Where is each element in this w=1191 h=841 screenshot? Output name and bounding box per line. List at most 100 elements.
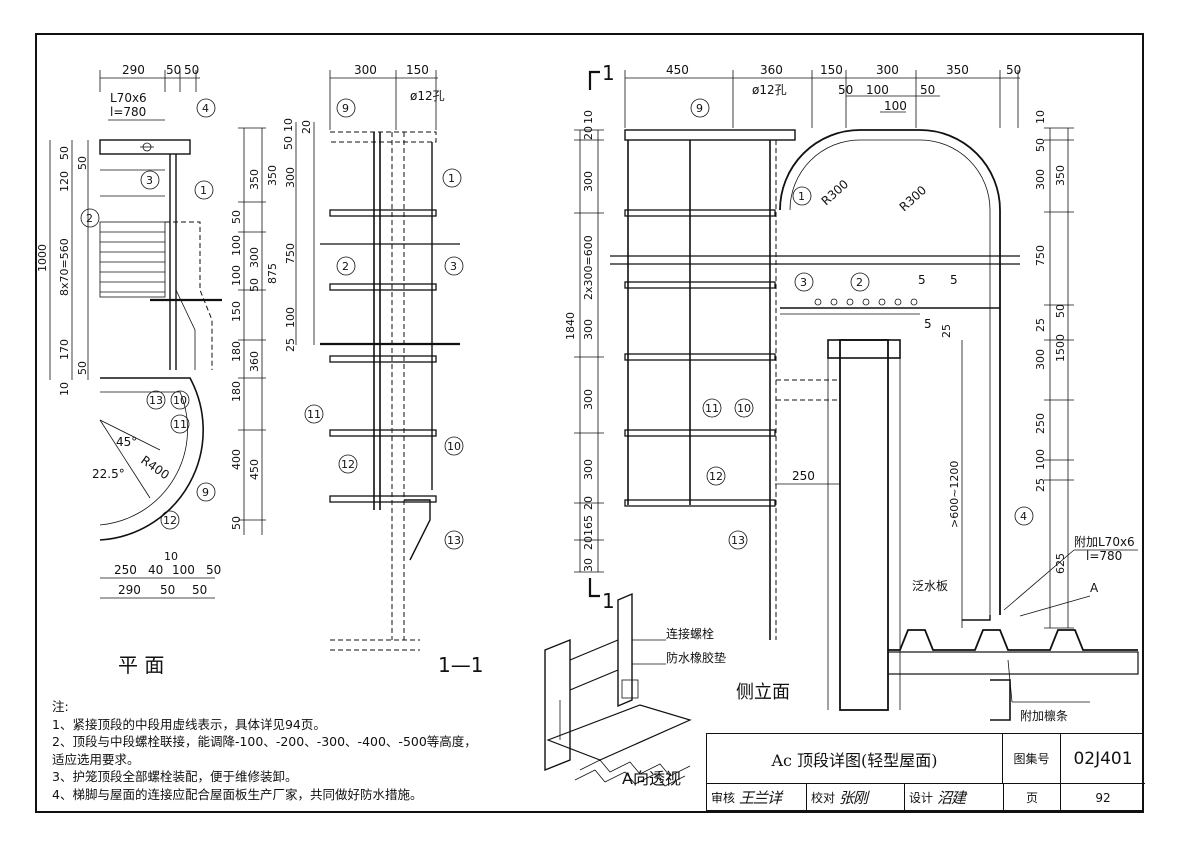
callout-circle	[702, 398, 722, 418]
plan-dim-left-5: 50	[76, 361, 89, 375]
callout-number: 1	[200, 184, 207, 197]
side-weld-1: 5	[950, 273, 958, 287]
check-label: 校对	[811, 791, 836, 805]
side-hole-label: ø12孔	[752, 83, 787, 97]
callout-circle	[146, 390, 166, 410]
callout-circle	[80, 208, 100, 228]
callout-circle	[444, 436, 464, 456]
side-dim-left-8: 20	[582, 496, 595, 510]
side-dim-left-2: 300	[582, 171, 595, 192]
plan-dim-left-7: 1000	[36, 244, 49, 272]
side-dim-top-4: 350	[946, 63, 969, 77]
callout-number: 3	[450, 260, 457, 273]
plan-dim-bot1-4: 50	[206, 563, 221, 577]
side-dim-right-5: 25	[1034, 318, 1047, 332]
callout-circle	[140, 170, 160, 190]
plan-dim-bot2-0: 290	[118, 583, 141, 597]
callout-number: 10	[173, 394, 187, 407]
plan-dim-right-4: 100	[230, 265, 243, 286]
side-dim-right-0: 10	[1034, 110, 1047, 124]
plan-dim-right-6: 150	[230, 301, 243, 322]
design-label: 设计	[909, 791, 934, 805]
side-dim-right-10: 100	[1034, 449, 1047, 470]
callout-number: 3	[800, 276, 807, 289]
plan-dim-right-0: 350	[248, 169, 261, 190]
callout-number: 1	[798, 190, 805, 203]
side-section-mark-top: 1	[602, 61, 615, 85]
note-3: 3、护笼顶段全部螺栓装配，便于维修装卸。	[52, 769, 298, 784]
design-signature: 沼建	[937, 789, 966, 807]
note-2: 2、顶段与中段螺栓联接，能调降-100、-200、-300、-400、-500等…	[52, 734, 477, 749]
plan-dim-top-1: 50	[166, 63, 181, 77]
section-dim-left-4: 300	[284, 167, 297, 188]
callout-number: 1	[448, 172, 455, 185]
callout-circle	[850, 272, 870, 292]
atlas-label: 图集号	[1003, 734, 1061, 784]
side-dim-right-6: 50	[1054, 304, 1067, 318]
side-dim-right-11: 25	[1034, 478, 1047, 492]
side-flashing: 泛水板	[912, 579, 948, 593]
callout-circle	[338, 454, 358, 474]
side-title: 侧立面	[736, 682, 790, 703]
side-radius-1: R300	[897, 183, 930, 214]
callout-circle	[304, 404, 324, 424]
side-dim-top-2: 150	[820, 63, 843, 77]
notes-heading: 注:	[52, 699, 69, 714]
side-dim-top2-2: 50	[920, 83, 935, 97]
plan-dim-right-8: 360	[248, 351, 261, 372]
plan-dim-bot2-2: 50	[192, 583, 207, 597]
callout-number: 12	[341, 458, 355, 471]
callouts: 4 3 1 2 13 10 11 9 12 9 1 2 3 11 10 12 1…	[80, 98, 1034, 550]
side-weld-0: 5	[918, 273, 926, 287]
side-extra-25: 25	[940, 324, 953, 338]
callout-circle	[444, 256, 464, 276]
plan-dim-left-2: 120	[58, 171, 71, 192]
callout-circle	[734, 398, 754, 418]
section-dim-left-5: 750	[284, 243, 297, 264]
callout-number: 2	[856, 276, 863, 289]
plan-dim-right-12: 50	[230, 516, 243, 530]
plan-dim-top-2: 50	[184, 63, 199, 77]
plan-dim-right-7: 180	[230, 341, 243, 362]
callout-4	[196, 98, 216, 118]
section-hole-label: ø12孔	[410, 89, 445, 103]
side-dim-left-11: 30	[582, 558, 595, 572]
side-range: >600~1200	[948, 461, 961, 528]
callout-circle	[706, 466, 726, 486]
callout-circle	[194, 180, 214, 200]
section-dim-left-8: 25	[284, 338, 297, 352]
drawing-title: Ac 顶段详图(轻型屋面)	[707, 734, 1003, 784]
note-2-cont: 适应选用要求。	[52, 751, 140, 767]
side-view: 1 1 450 360 150 300 350 50 50 100 50 100…	[564, 61, 1139, 723]
plan-dim-left-0: 50	[58, 146, 71, 160]
design-cell: 设计 沼建	[905, 784, 1001, 811]
page-number: 92	[1095, 790, 1111, 805]
side-dim-right-9: 250	[1034, 413, 1047, 434]
callout-circle	[336, 98, 356, 118]
check-signature: 张刚	[839, 789, 868, 807]
callout-number: 12	[709, 470, 723, 483]
plan-dim-right-2: 100	[230, 235, 243, 256]
callout-circle	[728, 530, 748, 550]
side-dim-top-0: 450	[666, 63, 689, 77]
plan-dim-right-5: 50	[248, 278, 261, 292]
plan-dim-left-1: 50	[76, 156, 89, 170]
callout-number: 9	[696, 102, 703, 115]
side-view-arrow: A	[1090, 581, 1099, 595]
plan-dim-right-11: 450	[248, 459, 261, 480]
perspective-title: A向透视	[622, 769, 681, 788]
callout-number: 9	[202, 486, 209, 499]
callout-circle	[1014, 506, 1034, 526]
callout-circle	[170, 390, 190, 410]
side-dim-left-1: 20	[582, 126, 595, 140]
section-dim-top-1: 150	[406, 63, 429, 77]
callout-number: 11	[307, 408, 321, 421]
plan-dim-top-0: 290	[122, 63, 145, 77]
side-dim-right-2: 300	[1034, 169, 1047, 190]
plan-radius: R400	[138, 453, 172, 482]
side-dim-top2-0: 50	[838, 83, 853, 97]
callout-number: 10	[447, 440, 461, 453]
perspective-view: 连接螺栓 防水橡胶垫 A向透视	[544, 592, 726, 788]
plan-angle-45: 45°	[116, 435, 137, 449]
callout-circle	[442, 168, 462, 188]
